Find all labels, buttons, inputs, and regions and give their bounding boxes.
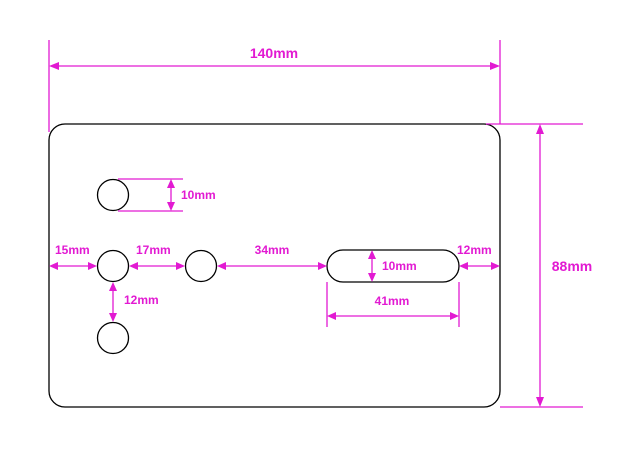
overall-width-dimension: 140mm xyxy=(48,40,501,132)
overall-height-label: 88mm xyxy=(552,258,592,274)
hole-top xyxy=(96,178,130,212)
hole-to-slot-dimension: 34mm xyxy=(217,243,327,270)
hole-left xyxy=(96,249,130,283)
slot-width-label: 10mm xyxy=(382,259,417,273)
slot-length-dimension: 41mm xyxy=(326,282,460,327)
hole-bottom xyxy=(96,321,130,355)
overall-height-dimension: 88mm xyxy=(486,123,592,408)
left-edge-to-hole-dimension: 15mm xyxy=(49,243,97,270)
hole-to-hole-horizontal-label: 17mm xyxy=(136,243,171,257)
left-edge-to-hole-label: 15mm xyxy=(55,243,90,257)
overall-width-label: 140mm xyxy=(250,45,298,61)
slot-width-dimension: 10mm xyxy=(368,250,417,282)
plate-outline xyxy=(48,123,501,408)
hole-middle xyxy=(184,249,218,283)
hole-diameter-dimension: 10mm xyxy=(118,178,216,212)
hole-to-hole-vertical-label: 12mm xyxy=(124,293,159,307)
hole-diameter-label: 10mm xyxy=(181,188,216,202)
slot-to-right-edge-dimension: 12mm xyxy=(457,243,500,270)
slot xyxy=(326,249,460,283)
hole-to-slot-label: 34mm xyxy=(255,243,290,257)
hole-to-hole-vertical-dimension: 12mm xyxy=(109,282,159,322)
slot-to-right-edge-label: 12mm xyxy=(457,243,492,257)
slot-length-label: 41mm xyxy=(375,294,410,308)
hole-to-hole-horizontal-dimension: 17mm xyxy=(129,243,185,270)
